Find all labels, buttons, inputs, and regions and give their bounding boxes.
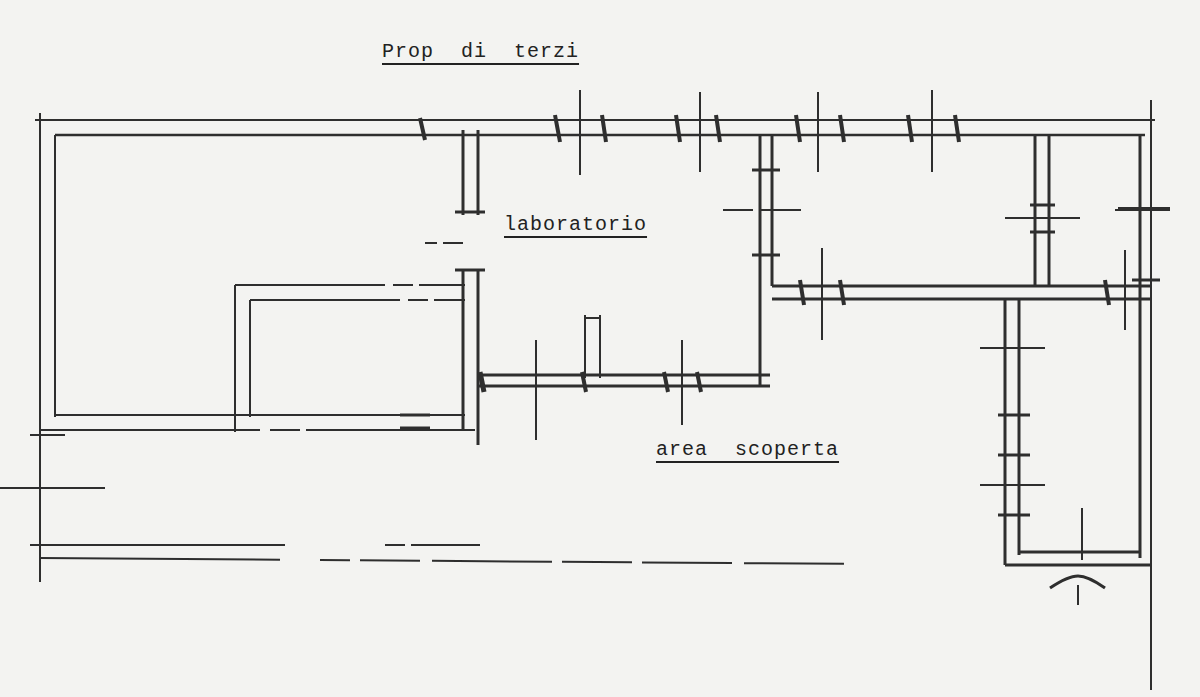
room-label: laboratorio	[500, 213, 651, 236]
room-label: area scoperta	[652, 438, 843, 461]
walls	[0, 100, 1170, 690]
room-label: Prop di terzi	[378, 40, 583, 63]
entrance-arrow	[1050, 576, 1105, 605]
dimension-ticks	[420, 90, 1170, 560]
